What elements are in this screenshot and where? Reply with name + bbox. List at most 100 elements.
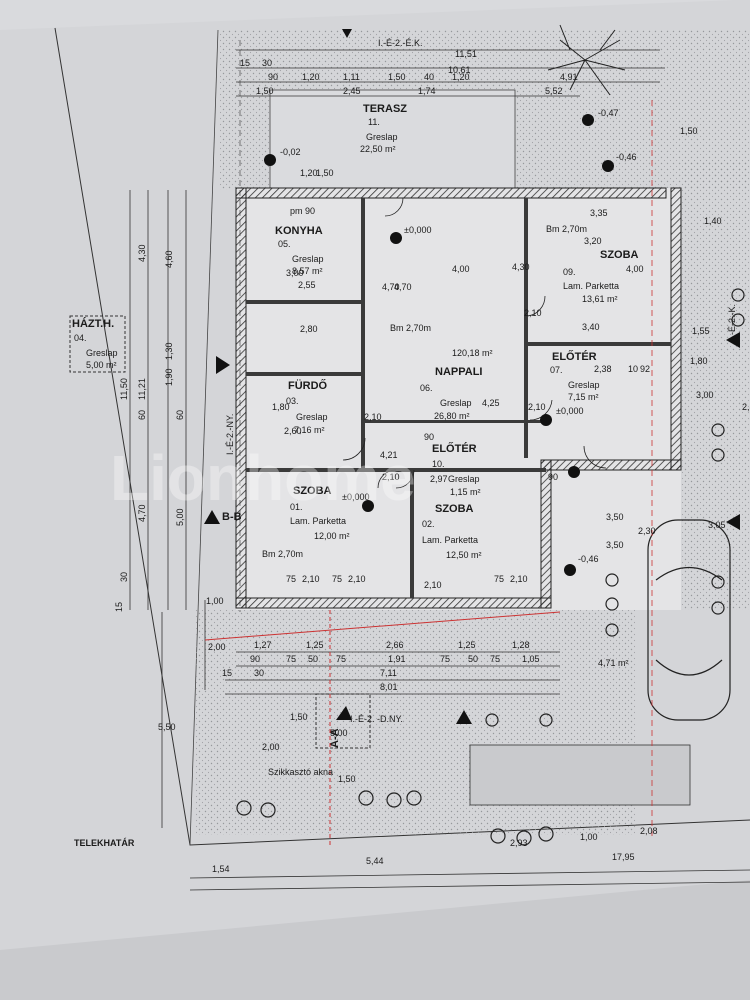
dim-inner-value: 2,10 [364,412,382,422]
level-parking: -0,46 [578,554,599,564]
dim-inner-value: 2,10 [302,574,320,584]
dim-inner-value: 75 [332,574,342,584]
dim-inner-value: 2,10 [524,308,542,318]
furdo-name: FÜRDŐ [288,379,328,392]
axis-south-label: I.-É-2. -D.NY. [350,714,403,724]
dim-site-value: 17,95 [612,852,635,862]
konyha-area: 8,57 m² [292,266,323,276]
dim-inner-value: 2,10 [424,580,442,590]
shed-name: HÁZT.H. [72,317,114,330]
nappali-floor: Greslap [440,398,472,408]
garden-east [680,160,750,610]
eloter07-number: 07. [550,365,563,375]
watermark: Lionhome [110,442,416,514]
axis-north-label: I.-É-2.-É.K. [378,38,423,48]
dim-bottom-row2-value: 75 [286,654,296,664]
room-furdo: FÜRDŐ 03. Greslap 7,16 m² [286,379,328,435]
dim-inner-value: 90 [548,472,558,482]
dim-top-row3-value: 40 [424,72,434,82]
septic-tank-outline [315,693,371,749]
eloter10-name: ELŐTÉR [432,442,477,455]
dim-bottom-row3-value: 7,11 [380,668,397,678]
section-arrow-south [456,710,472,724]
dim-left-value: 30 [119,572,129,582]
szoba01-name: SZOBA [293,485,332,497]
dim-left-value: 11,50 [119,378,129,400]
room-eloter-07: ELŐTÉR 07. Greslap 7,15 m² [550,350,600,402]
dim-top-total: 11,51 [455,49,477,59]
konyha-number: 05. [278,239,291,249]
szoba01-height: Bm 2,70m [262,549,303,559]
shed-area: 5,00 m² [86,360,117,370]
dim-bottom-row1-value: 2,66 [386,640,404,650]
room-konyha: pm 90 KONYHA 05. Greslap 8,57 m² [275,206,324,276]
dim-site-value: 2,08 [640,826,658,836]
dim-right-value: 2,38 [594,364,612,374]
plot-edge-line [189,29,219,846]
dim-inner-value: 2,55 [298,280,316,290]
level-east: -0,46 [616,152,637,162]
dim-top-row4-value: 1,74 [418,86,436,96]
section-arrow-east [726,332,740,348]
szoba02-area: 12,50 m² [446,550,482,560]
room-szoba-01: SZOBA 01. Lam. Parketta 12,00 m² Bm 2,70… [262,485,350,559]
level-markers: ±0,000 ±0,000 ±0,000 -0,02 -0,47 -0,46 -… [264,108,637,576]
eloter07-area: 7,15 m² [568,392,599,402]
dim-site-value: 2,93 [510,838,528,848]
dim-top-row3-value: 4,91 [560,72,578,82]
dim-inner-value: 4,00 [452,264,470,274]
dim-left-value: 5,00 [175,508,185,526]
dim-misc-value: 1,50 [290,712,308,722]
parking-area: 4,71 m² [598,658,629,668]
terrace-area: 22,50 m² [360,144,396,154]
level-north-east: -0,47 [598,108,619,118]
dim-bottom-row2-value: 75 [490,654,500,664]
dim-top-row3-value: 1,20 [302,72,320,82]
nappali-height: Bm 2,70m [390,323,431,333]
dim-inner-value: 2,10 [510,574,528,584]
dim-misc-value: 2,00 [262,742,280,752]
dim-left-value: 60 [175,410,185,420]
level-szoba01: ±0,000 [342,492,369,502]
dim-misc-value: 1,50 [338,774,356,784]
dim-top-row4-value: 5,52 [545,86,563,96]
dim-top-row4-value: 1,50 [256,86,274,96]
dim-right-value: 3,20 [584,236,602,246]
dim-right-value: 3,00 [696,390,714,400]
dim-right-value: 1,80 [690,356,708,366]
dim-inner-value: 90 [424,432,434,442]
szoba09-name: SZOBA [600,249,639,261]
dim-top-row3-value: 1,50 [388,72,406,82]
dims-inner: 1,201,503,002,552,804,704,704,004,252,10… [272,168,558,590]
dim-right-value: 3,05 [708,520,726,530]
dim-inner-value: 1,50 [316,168,334,178]
dim-right-value: 4,00 [626,264,644,274]
eloter10-floor: Greslap [448,474,480,484]
furdo-floor: Greslap [296,412,328,422]
dim-misc-value: 5,00 [330,728,348,738]
dim-inner-value: 75 [494,574,504,584]
shed-number: 04. [74,333,87,343]
konyha-height: pm 90 [290,206,315,216]
dim-inner-value: 2,97 [430,474,448,484]
terrace-number: 11. [368,117,380,127]
konyha-name: KONYHA [275,225,323,237]
dim-left-value: 4,70 [137,504,147,522]
level-terrace: -0,02 [280,147,301,157]
dim-bottom-row2-value: 75 [336,654,346,664]
dim-bottom-row2-value: 75 [440,654,450,664]
dim-right-value: 92 [640,364,650,374]
dim-bottom-row1-value: 1,25 [458,640,476,650]
szoba02-floor: Lam. Parketta [422,535,478,545]
dims-right: 3,353,203,404,004,302,3810921,803,002,87… [512,126,750,550]
shed-outline [69,315,126,373]
szoba01-area: 12,00 m² [314,531,350,541]
entrance-path [469,744,691,806]
dim-top-row3-value: 90 [268,72,278,82]
house-floor [236,188,681,610]
dim-right-value: 4,30 [512,262,530,272]
